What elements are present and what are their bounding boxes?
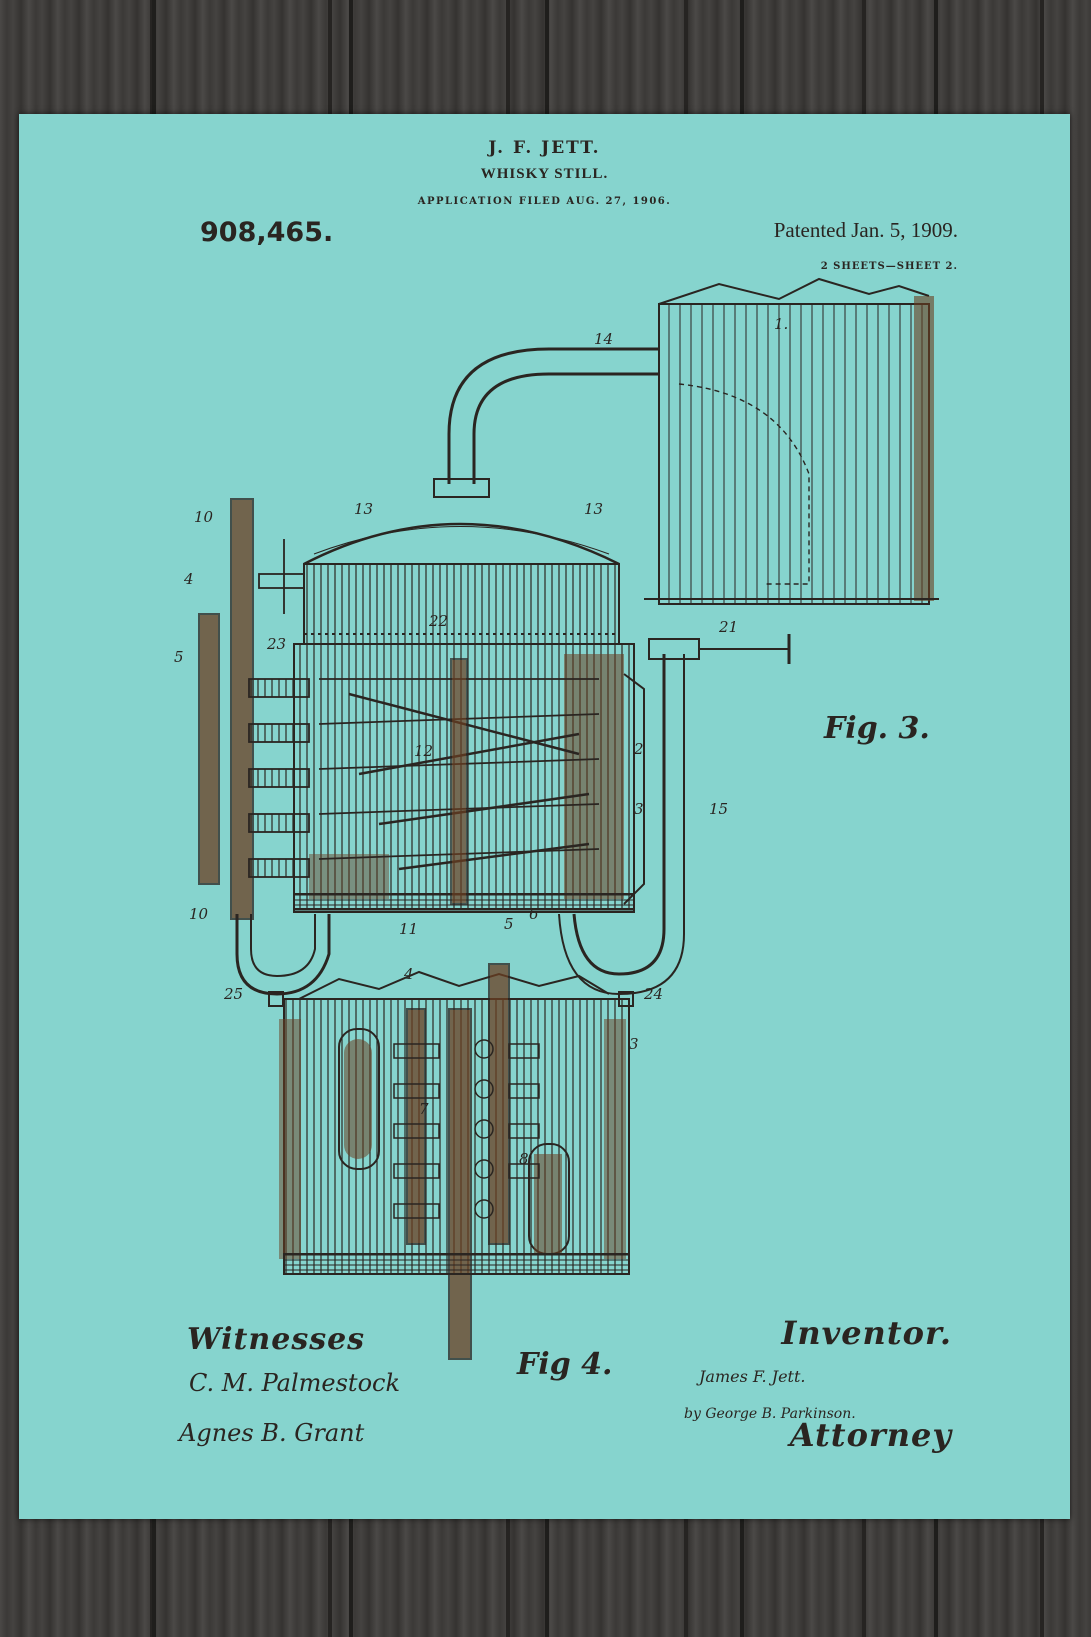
ref-15: 15 [709, 800, 728, 818]
figure-4-label: Fig 4. [517, 1347, 612, 1382]
ref-14: 14 [594, 330, 613, 348]
ref-8: 8 [519, 1150, 529, 1168]
ref-12: 12 [414, 742, 433, 760]
witness-signature-2: Agnes B. Grant [179, 1419, 364, 1447]
ref-10b: 10 [189, 905, 209, 923]
witness-signature-1: C. M. Palmestock [189, 1369, 400, 1397]
ref-6: 6 [529, 905, 539, 923]
attorney-signature: by George B. Parkinson. [684, 1406, 856, 1422]
ref-11: 11 [399, 920, 418, 938]
ref-13b: 13 [584, 500, 603, 518]
ref-7: 7 [419, 1100, 429, 1118]
witnesses-label: Witnesses [187, 1322, 365, 1357]
ref-10a: 10 [194, 508, 214, 526]
ref-4b: 4 [403, 965, 414, 983]
ref-23: 23 [266, 635, 286, 653]
pipe-14 [434, 349, 659, 497]
inventor-label: Inventor. [781, 1314, 952, 1352]
ref-22: 22 [428, 612, 448, 630]
ref-4a: 4 [183, 570, 194, 588]
ref-3b: 3 [629, 1035, 639, 1053]
ref-21: 21 [718, 618, 738, 636]
ref-2: 2 [633, 740, 644, 758]
inventor-signature: James F. Jett. [699, 1367, 806, 1386]
figure-3-label: Fig. 3. [824, 711, 930, 746]
ref-24: 24 [643, 985, 663, 1003]
patent-poster: J. F. JETT. WHISKY STILL. APPLICATION FI… [19, 114, 1070, 1519]
ref-5a: 5 [174, 648, 184, 666]
still-body [294, 524, 644, 912]
tank-part-1 [644, 279, 939, 604]
ref-1: 1. [774, 315, 788, 333]
ref-5b: 5 [504, 915, 514, 933]
ref-13a: 13 [354, 500, 373, 518]
ref-3a: 3 [634, 800, 644, 818]
lower-tank-fig-4 [279, 964, 629, 1359]
ref-25: 25 [223, 985, 243, 1003]
whisky-still-drawing: 1. 14 13 13 10 4 5 23 22 21 2 3 12 15 10… [19, 114, 1070, 1519]
